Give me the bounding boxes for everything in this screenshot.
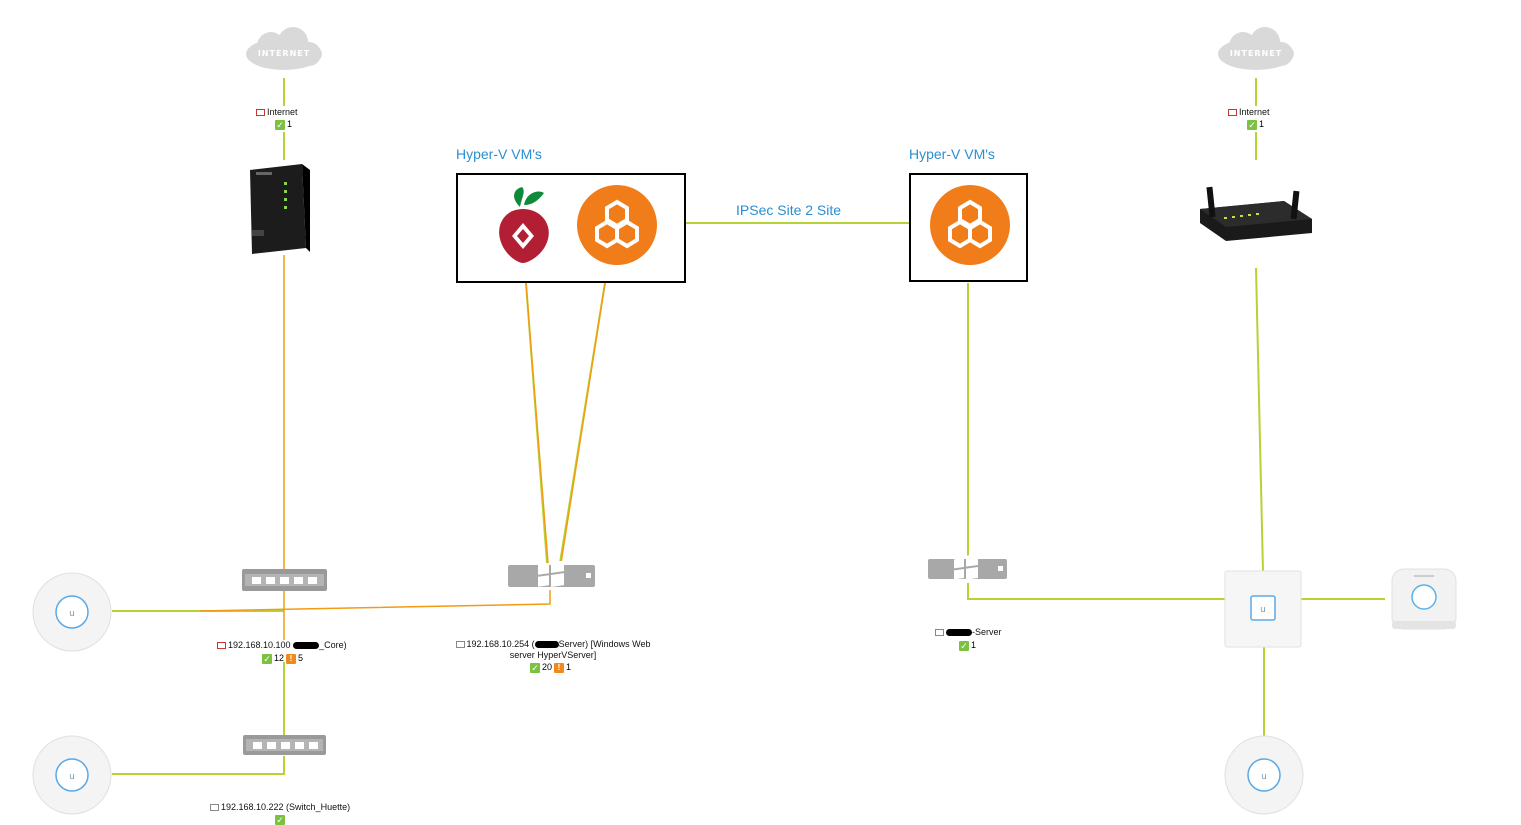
redacted-block <box>946 629 972 637</box>
ok-count: 12 <box>274 653 285 663</box>
server-sensor-icon <box>935 629 944 637</box>
ok-count: 1 <box>287 119 293 129</box>
ok-count: 1 <box>1259 119 1265 129</box>
svg-text:u: u <box>1261 772 1267 782</box>
pihole-icon[interactable] <box>492 183 554 267</box>
switch-huette-name: 192.168.10.222 (Switch_Huette) <box>221 802 351 812</box>
core-switch-status[interactable]: ✓12 !5 <box>262 653 303 664</box>
remote-server-label[interactable]: -Server <box>935 627 1002 638</box>
link-orange-opnsense <box>560 282 606 564</box>
hyperv-server-status[interactable]: ✓20 !1 <box>530 662 571 673</box>
link-router-right-to-unifi-switch <box>1255 267 1264 573</box>
warn-count: 1 <box>566 662 572 672</box>
network-switch-icon[interactable] <box>242 569 327 593</box>
opnsense-icon[interactable] <box>929 184 1011 266</box>
windows-server-icon[interactable] <box>508 561 596 591</box>
opnsense-icon[interactable] <box>576 184 658 266</box>
svg-text:u: u <box>1260 605 1266 615</box>
unifi-access-point-icon[interactable]: u <box>31 571 113 653</box>
link-orange-pihole <box>525 282 549 564</box>
switch-huette-status[interactable]: ✓ <box>275 815 285 825</box>
core-switch-ip: 192.168.10.100 <box>228 640 294 650</box>
group-title-hyperv-left: Hyper-V VM's <box>456 146 542 162</box>
sensor-label: Internet <box>267 107 298 117</box>
internet-sensor-left-status[interactable]: ✓1 <box>275 119 292 130</box>
cloud-label: INTERNET <box>258 49 310 58</box>
ok-count: 1 <box>971 640 977 650</box>
network-switch-icon[interactable] <box>243 735 326 757</box>
internet-sensor-right[interactable]: Internet <box>1228 107 1270 118</box>
ok-count: 20 <box>542 662 553 672</box>
fritzbox-router-icon[interactable] <box>244 160 314 260</box>
hyperv-vm-group-left[interactable] <box>456 173 686 283</box>
ok-check-icon: ✓ <box>262 653 272 664</box>
warn-count: 5 <box>298 653 304 663</box>
warning-icon: ! <box>286 653 297 664</box>
link-ap2-to-huette <box>112 756 285 775</box>
internet-sensor-left[interactable]: Internet <box>256 107 298 118</box>
network-sensor-icon <box>256 109 265 117</box>
unifi-access-point-icon[interactable]: u <box>31 734 113 816</box>
ok-check-icon: ✓ <box>959 640 969 651</box>
switch-sensor-icon <box>210 804 219 812</box>
hyperv-vm-group-right[interactable] <box>909 173 1028 282</box>
network-sensor-icon <box>1228 109 1237 117</box>
ok-check-icon: ✓ <box>530 662 540 673</box>
ok-check-icon: ✓ <box>1247 119 1257 130</box>
sensor-label: Internet <box>1239 107 1270 117</box>
internet-cloud-left[interactable]: INTERNET <box>243 26 325 74</box>
hyperv-server-ip: 192.168.10.254 ( <box>466 639 535 649</box>
remote-server-name: -Server <box>972 627 1002 637</box>
internet-sensor-right-status[interactable]: ✓1 <box>1247 119 1264 130</box>
svg-text:u: u <box>69 609 75 619</box>
server-sensor-icon <box>455 641 465 649</box>
redacted-block <box>293 642 320 650</box>
ok-check-icon: ✓ <box>275 815 285 825</box>
hyperv-server-name: Server) [Windows Web server HyperVServer… <box>509 639 651 660</box>
fritzbox-router-icon[interactable] <box>1196 183 1316 251</box>
redacted-block <box>534 641 559 649</box>
warning-icon: ! <box>554 662 565 673</box>
unifi-switch-icon[interactable]: u <box>1224 570 1302 648</box>
hue-bridge-icon[interactable] <box>1390 567 1462 633</box>
ok-check-icon: ✓ <box>275 119 285 130</box>
internet-cloud-right[interactable]: INTERNET <box>1215 26 1297 74</box>
windows-server-icon[interactable] <box>928 555 1008 585</box>
switch-sensor-icon <box>217 642 226 650</box>
switch-huette-label[interactable]: 192.168.10.222 (Switch_Huette) <box>210 802 350 813</box>
cloud-label: INTERNET <box>1230 49 1282 58</box>
remote-server-status[interactable]: ✓1 <box>959 640 976 651</box>
svg-text:u: u <box>69 772 75 782</box>
core-switch-name: _Core) <box>319 640 347 650</box>
unifi-access-point-icon[interactable]: u <box>1223 734 1305 816</box>
ipsec-link-label: IPSec Site 2 Site <box>736 202 842 218</box>
link-core-to-hyperv-server <box>199 590 551 612</box>
hyperv-server-label[interactable]: 192.168.10.254 (Server) [Windows Web ser… <box>448 639 658 661</box>
link-server-to-unifi-switch <box>967 583 1226 600</box>
core-switch-label[interactable]: 192.168.10.100 _Core) <box>217 640 347 651</box>
group-title-hyperv-right: Hyper-V VM's <box>909 146 995 162</box>
